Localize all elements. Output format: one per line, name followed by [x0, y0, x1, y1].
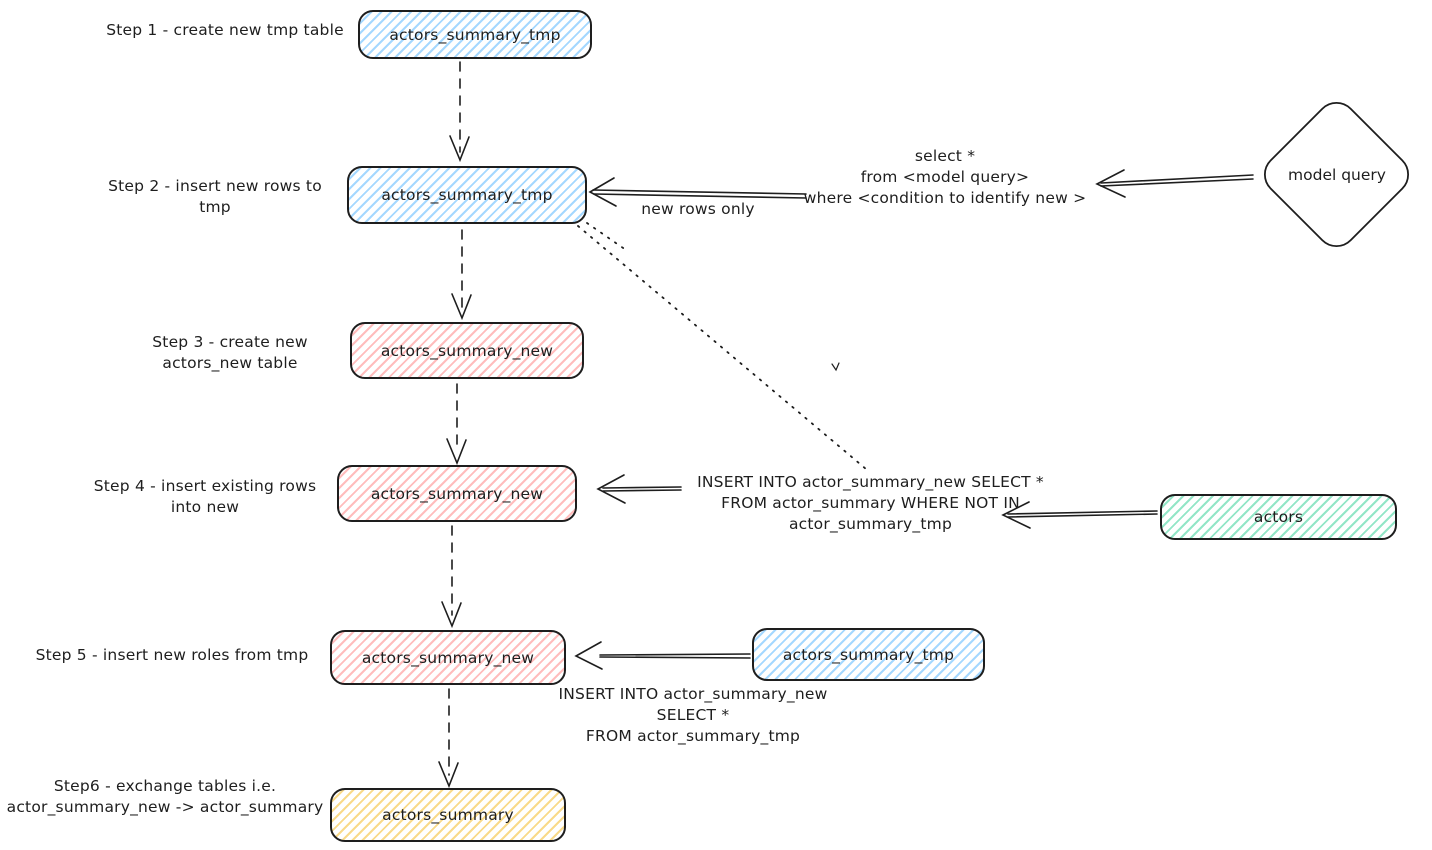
arrow-step2-step3 — [451, 229, 472, 321]
arrow-step1-step2 — [449, 61, 470, 163]
node-step2-actors-summary-tmp: actors_summary_tmp — [347, 166, 587, 224]
arrow-sql-to-step4 — [596, 474, 682, 504]
stray-tick-mark — [831, 362, 840, 372]
step5-label: Step 5 - insert new roles from tmp — [35, 646, 309, 664]
node-step3-actors-summary-new: actors_summary_new — [350, 322, 584, 379]
insert-existing-sql-text: INSERT INTO actor_summary_new SELECT * F… — [697, 473, 1044, 533]
node-step4-actors-summary-new: actors_summary_new — [337, 465, 577, 522]
dotted-ref-step2-to-sql — [577, 222, 867, 470]
arrow-step5-step6 — [438, 688, 459, 789]
step1-label: Step 1 - create new tmp table — [106, 21, 344, 39]
step4-label: Step 4 - insert existing rows into new — [93, 477, 317, 516]
arrow-step3-step4 — [446, 383, 467, 466]
model-query-label: model query — [1288, 166, 1386, 184]
arrow-step4-step5 — [441, 525, 462, 629]
node-step6-actors-summary: actors_summary — [330, 788, 566, 842]
model-query-sql-text: select * from <model query> where <condi… — [803, 147, 1087, 207]
arrow-diamond-to-sql — [1095, 169, 1254, 198]
node-step1-actors-summary-tmp: actors_summary_tmp — [358, 10, 592, 59]
step3-label: Step 3 - create new actors_new table — [152, 333, 308, 372]
step6-label: Step6 - exchange tables i.e. actor_summa… — [6, 777, 324, 816]
node-step5-actors-summary-new: actors_summary_new — [330, 630, 566, 685]
insert-from-tmp-sql-text: INSERT INTO actor_summary_new SELECT * F… — [558, 685, 828, 745]
node-tmp-source: actors_summary_tmp — [752, 628, 985, 681]
step2-label: Step 2 - insert new rows to tmp — [108, 177, 322, 216]
node-actors: actors — [1160, 494, 1397, 540]
arrow-tmp-to-step5 — [574, 641, 751, 670]
new-rows-only-label: new rows only — [641, 200, 755, 218]
